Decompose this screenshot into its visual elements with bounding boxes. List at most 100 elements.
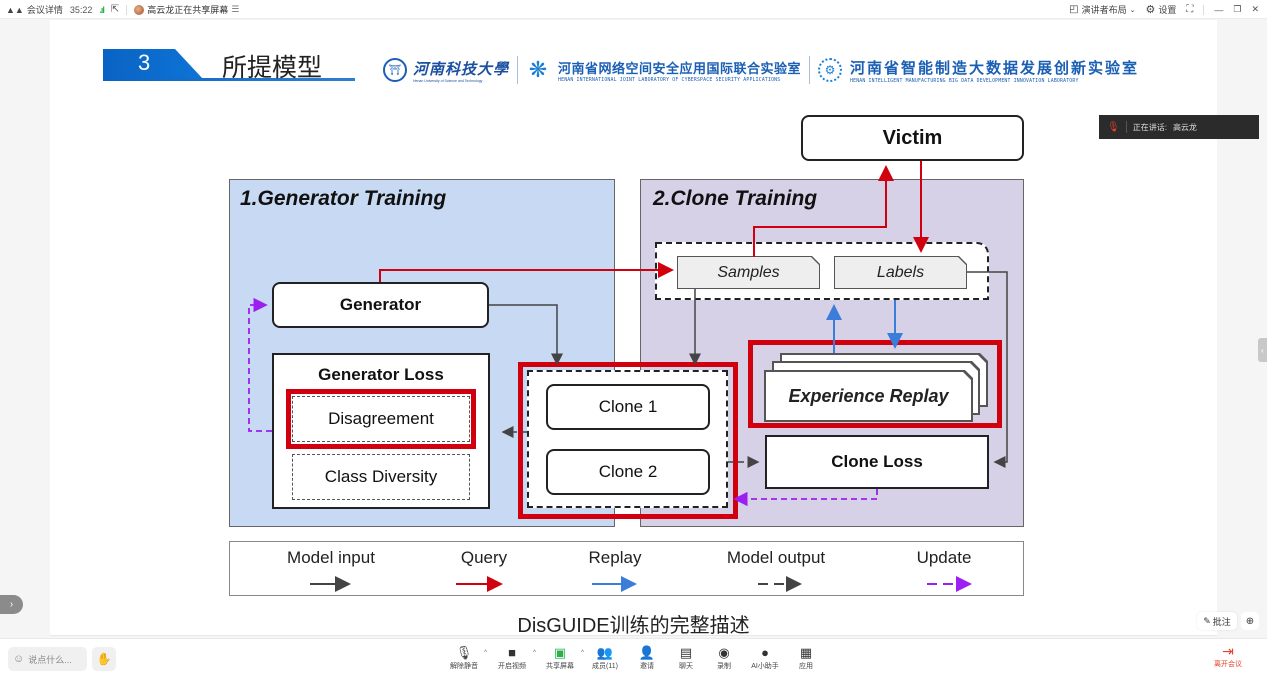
divider [809, 56, 811, 84]
experience-replay-highlight [748, 340, 1002, 428]
victim-box: Victim [801, 115, 1024, 161]
legend-item-query: Query [460, 548, 508, 567]
disagreement-highlight [286, 389, 476, 449]
hand-icon: ✋ [96, 652, 112, 666]
disagreement-term: Disagreement [292, 396, 470, 442]
fullscreen-icon[interactable]: ⛶ [1186, 4, 1194, 15]
sharing-status: 高云龙正在共享屏幕 ☰ [134, 3, 239, 16]
expand-panel-button[interactable]: › [0, 595, 23, 614]
exit-icon: ⇥ [1222, 643, 1234, 659]
minimize-button[interactable]: — [1214, 4, 1224, 15]
ai-assistant-button[interactable]: ● AI小助手 [749, 644, 781, 671]
generator-training-title: 1.Generator Training [240, 187, 447, 210]
share-screen-button[interactable]: ▣ 共享屏幕 ^ [546, 645, 584, 670]
clone-1-box: Clone 1 [546, 384, 710, 430]
chevron-down-icon: ⌄ [1129, 6, 1136, 14]
query-samples-to-victim [753, 165, 894, 257]
query-generator-to-samples [379, 262, 674, 282]
institution-logos: ⛩ 河南科技大學 Henan University of Science and… [383, 52, 1139, 88]
chat-icon: ▤ [679, 645, 693, 660]
chat-button[interactable]: ▤ 聊天 [675, 644, 697, 671]
clone-ensemble-highlight [518, 362, 738, 519]
divider [1125, 121, 1127, 133]
legend-item-model-input: Model input [287, 548, 375, 567]
university-emblem-icon: ⛩ [383, 58, 407, 82]
cyberspace-lab-logo-icon: ❋ [528, 57, 548, 82]
popout-icon[interactable]: ⇱ [110, 4, 120, 15]
legend-item-model-output: Model output [726, 548, 826, 567]
clone-loss-box: Clone Loss [765, 435, 989, 489]
settings-button[interactable]: ⚙ 设置 [1145, 4, 1177, 16]
legend-item-replay: Replay [588, 548, 642, 567]
raise-hand-button[interactable]: ✋ [92, 647, 116, 671]
experience-replay-box: Experience Replay [766, 372, 971, 420]
start-video-button[interactable]: ■ 开启视频 ^ [498, 645, 536, 670]
update-clone-loss-to-clones [733, 489, 878, 507]
unmute-button[interactable]: 🎙 解除静音 ^ [450, 645, 487, 670]
invite-button[interactable]: 👤 邀请 [636, 644, 658, 671]
members-icon: 👥 [596, 645, 614, 660]
samples-doc: Samples [678, 257, 819, 288]
leave-meeting-button[interactable]: ⇥ 离开会议 [1208, 643, 1248, 669]
meeting-toolbar: ☺ 说点什么... ✋ 🎙 解除静音 ^ ■ 开启视频 ^ ▣ 共享屏幕 ^ 👥… [0, 638, 1267, 677]
zoom-in-button[interactable]: ⊕ [1241, 612, 1259, 630]
university-name: 河南科技大學 Henan University of Science and T… [413, 59, 510, 83]
apps-button[interactable]: ▦ 应用 [795, 644, 817, 671]
legend-item-update: Update [916, 548, 972, 567]
app-logo-icon: ▲▲ [6, 4, 24, 15]
side-panel-handle[interactable]: ‹ [1258, 338, 1267, 362]
meeting-details-button[interactable]: ▲▲ 会议详情 [6, 4, 63, 16]
maximize-button[interactable]: ❐ [1233, 4, 1242, 14]
clone-2-box: Clone 2 [546, 449, 710, 495]
divider [126, 4, 128, 15]
close-button[interactable]: ✕ [1251, 4, 1259, 14]
caption-divider [50, 635, 1217, 636]
annotate-button[interactable]: ✎ 批注 [1197, 612, 1237, 630]
zoom-in-icon: ⊕ [1245, 615, 1255, 627]
layout-icon: ◰ [1069, 4, 1079, 15]
members-button[interactable]: 👥 成员(11) [589, 644, 621, 671]
list-icon[interactable]: ☰ [231, 4, 240, 14]
gear-icon: ⚙ [1145, 4, 1156, 16]
mic-muted-icon: 🎙 [455, 645, 473, 660]
record-button[interactable]: ◉ 录制 [713, 644, 735, 671]
slide-caption: DisGUIDE训练的完整描述 [517, 615, 750, 637]
labels-doc: Labels [835, 257, 966, 288]
meeting-topbar: ▲▲ 会议详情 35:22 .ıl ⇱ 高云龙正在共享屏幕 ☰ ◰ 演讲者布局 … [0, 0, 1267, 19]
emoji-icon: ☺ [13, 653, 25, 665]
signal-bars-icon[interactable]: .ıl [99, 4, 104, 15]
presenter-avatar [134, 4, 145, 15]
divider [1203, 4, 1205, 15]
active-speaker-indicator: 🎙 正在讲话: 高云龙 [1099, 115, 1259, 139]
labels-to-clone-loss [967, 271, 1008, 468]
camera-off-icon: ■ [508, 645, 516, 660]
generator-box: Generator [272, 282, 489, 328]
legend-arrows [310, 576, 972, 592]
chat-input[interactable]: ☺ 说点什么... [8, 647, 87, 671]
update-generator-loss-to-generator [248, 297, 272, 432]
chevron-up-icon[interactable]: ^ [533, 650, 536, 656]
presenter-layout-button[interactable]: ◰ 演讲者布局 ⌄ [1069, 4, 1136, 15]
meeting-timer: 35:22 [69, 4, 93, 15]
chevron-up-icon[interactable]: ^ [581, 650, 584, 656]
class-diversity-term: Class Diversity [292, 454, 470, 500]
divider [517, 56, 519, 84]
section-underline [103, 78, 355, 81]
record-icon: ◉ [718, 645, 730, 660]
pen-icon: ✎ [1203, 615, 1211, 626]
clone-training-title: 2.Clone Training [653, 187, 818, 210]
section-number: 3 [138, 50, 151, 75]
ai-assistant-icon: ● [761, 645, 769, 660]
share-screen-icon: ▣ [553, 645, 567, 660]
cyberspace-lab-name: 河南省网络空间安全应用国际联合实验室 HENAN INTERNATIONAL J… [558, 61, 802, 83]
generator-to-clones [489, 304, 563, 366]
section-title: 所提模型 [222, 53, 323, 82]
chevron-up-icon[interactable]: ^ [484, 650, 487, 656]
manufacturing-lab-name: 河南省智能制造大数据发展创新实验室 HENAN INTELLIGENT MANU… [850, 58, 1140, 84]
invite-icon: 👤 [638, 645, 656, 660]
apps-icon: ▦ [799, 645, 813, 660]
mic-muted-icon: 🎙 [1107, 121, 1120, 133]
arrow-legend: Model input Query Replay Model output Up… [229, 541, 1024, 596]
